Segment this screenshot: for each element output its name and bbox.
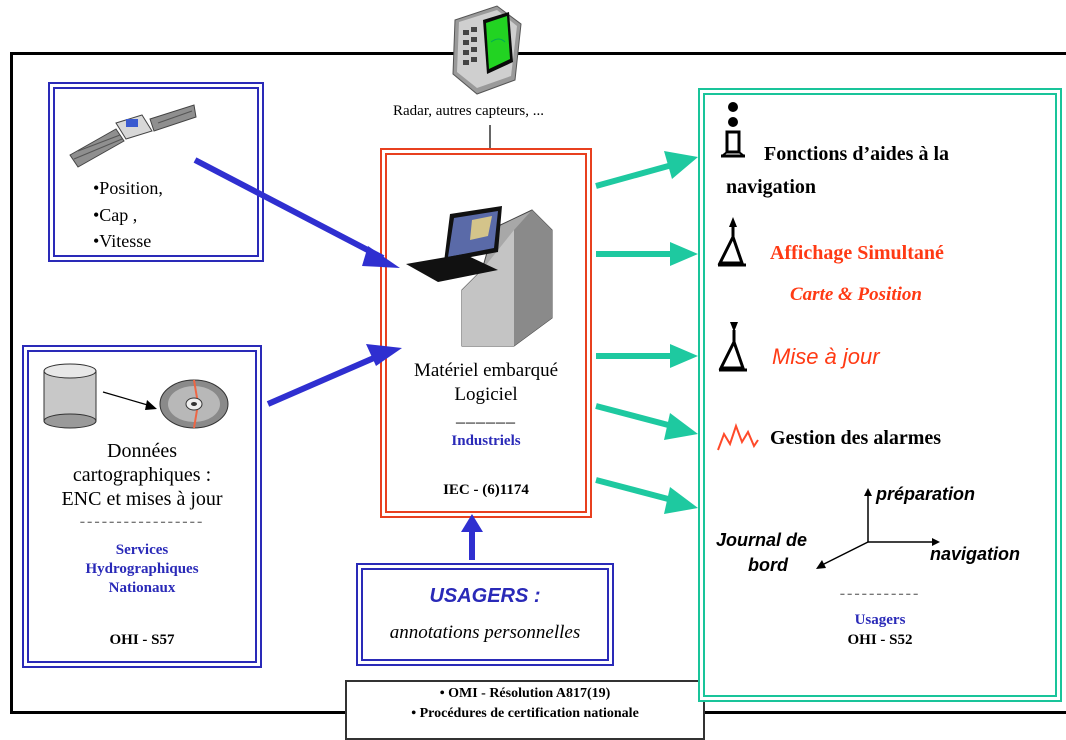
center-divider: ______ (456, 405, 516, 425)
axis-diagram (816, 488, 940, 569)
radar-device-icon (447, 2, 527, 97)
satellite-box (48, 82, 264, 262)
alarm-icon (717, 423, 759, 451)
data-line-2: cartographiques : (72, 464, 212, 486)
function-4: Gestion des alarmes (770, 427, 942, 449)
disc-icon (158, 378, 230, 430)
center-standard: IEC - (6)1174 (443, 482, 529, 498)
data-divider: ----------------- (79, 513, 205, 530)
function-2-line-1: Affichage Simultané (770, 242, 944, 264)
center-line-1: Matériel embarqué (413, 360, 558, 381)
axis-left-label-2: bord (748, 555, 788, 575)
buoy-icon (721, 102, 745, 158)
satellite-item-cap: •Cap , (93, 205, 138, 225)
functions-standard: OHI - S52 (847, 632, 913, 648)
axis-left-label-1: Journal de (716, 530, 808, 550)
beacon-icon-2 (718, 322, 747, 372)
certification-line-1: • OMI - Résolution A817(19) (439, 686, 611, 701)
beacon-icon-1 (717, 217, 746, 267)
axis-up-label: préparation (876, 484, 976, 504)
satellite-item-vitesse: •Vitesse (93, 231, 152, 251)
users-subtitle: annotations personnelles (389, 622, 581, 643)
function-1-line-1: Fonctions d’aides à la (764, 143, 950, 165)
functions-provider: Usagers (854, 612, 906, 628)
function-2-line-2: Carte & Position (790, 284, 922, 305)
data-line-3: ENC et mises à jour (61, 488, 223, 510)
functions-box (698, 88, 1062, 702)
database-icon (42, 363, 100, 429)
satellite-item-position: •Position, (93, 178, 163, 198)
certification-line-2: • Procédures de certification nationale (411, 706, 639, 721)
data-provider-2: Hydrographiques (85, 561, 199, 577)
function-3: Mise à jour (772, 344, 880, 369)
axis-right-label: navigation (930, 544, 1021, 564)
users-title: USAGERS : (429, 585, 541, 607)
data-provider-3: Nationaux (108, 580, 176, 596)
satellite-icon (68, 104, 198, 175)
data-line-1: Données (107, 440, 177, 462)
terminal-icon (402, 200, 562, 348)
database-to-disc-arrow (102, 391, 157, 410)
users-box (356, 563, 614, 666)
data-provider-1: Services (115, 542, 169, 558)
center-line-2: Logiciel (454, 384, 518, 405)
center-provider: Industriels (451, 433, 521, 449)
sensors-label: Radar, autres capteurs, ... (393, 103, 545, 119)
function-1-line-2: navigation (726, 176, 817, 198)
data-standard: OHI - S57 (109, 632, 175, 648)
functions-divider: ----------- (839, 585, 921, 602)
